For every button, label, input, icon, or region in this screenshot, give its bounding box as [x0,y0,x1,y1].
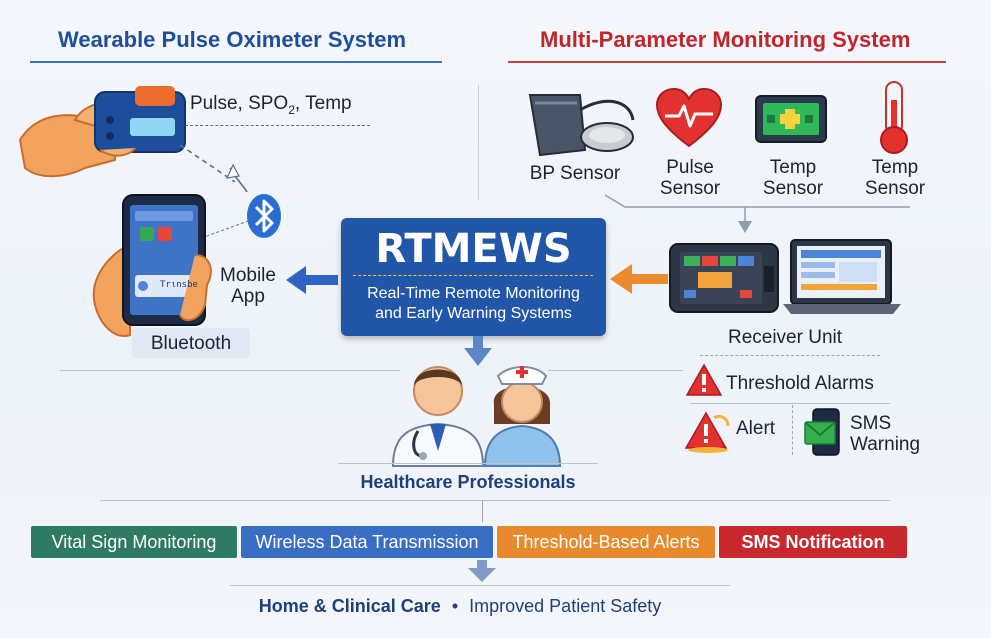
right-section-title: Multi-Parameter Monitoring System [540,27,911,52]
mobile-app-label: Mobile App [212,265,284,307]
alert-icon [684,411,730,453]
oximeter-label-rest: , Temp [294,93,352,114]
rtmews-subtitle-line1: Real-Time Remote Monitoring [367,285,580,302]
alarm-divider-line [690,403,890,404]
sensor-label-temp1: Temp Sensor [748,157,838,199]
footer-patient-safety: Improved Patient Safety [469,596,662,616]
phone-screen-text: Trιnsbe [160,280,198,290]
left-section-title: Wearable Pulse Oximeter System [58,27,407,52]
footer-home-clinical: Home & Clinical Care [258,596,441,616]
sms-warning-label: SMS Warning [850,413,920,455]
receiver-label: Receiver Unit [727,327,843,348]
oximeter-dash-line [185,125,370,126]
rtmews-subtitle-line2: and Early Warning Systems [375,305,572,322]
nurse-icon [483,366,562,467]
sensor-connector-lines [604,194,910,233]
footer-line [230,585,730,586]
wireless-link-line [179,144,248,193]
sensor-pulse-line1: Pulse [666,157,714,178]
oximeter-label-main: Pulse, SPO [190,93,289,114]
smartphone-icon [92,194,212,337]
feature-sms-notification: SMS Notification [719,526,907,558]
sensor-label-bp: BP Sensor [520,163,630,184]
bp-sensor-icon [528,94,635,157]
sensor-bp-line1: BP Sensor [529,163,621,184]
sensor-temp2-line2: Sensor [864,178,926,199]
bluetooth-label: Bluetooth [150,333,232,354]
doctor-icon [391,366,485,467]
finger-oximeter-icon [18,86,186,178]
professionals-underline [338,463,598,464]
sensor-pulse-line2: Sensor [659,178,721,199]
sms-warning-line2: Warning [850,434,921,455]
oximeter-label-sub: 2 [288,102,295,117]
bluetooth-icon [247,194,281,238]
feature-vital-sign-monitoring: Vital Sign Monitoring [31,526,237,558]
sensor-temp1-line2: Sensor [762,178,824,199]
feature-wireless-data-transmission: Wireless Data Transmission [241,526,493,558]
thermometer-icon [880,81,908,154]
healthcare-professionals-label: Healthcare Professionals [360,472,576,492]
mobile-app-label-line2: App [231,286,265,307]
heart-pulse-icon [655,87,723,148]
section-divider [478,85,479,200]
footer-text: Home & Clinical Care • Improved Patient … [180,596,740,617]
sms-warning-line1: SMS [850,413,892,434]
arrow-to-professionals [464,336,492,366]
receiver-divider [700,355,880,356]
mobile-app-label-line1: Mobile [220,265,276,286]
warning-triangle-icon [685,363,723,396]
sensor-temp2-line1: Temp [871,157,919,178]
rtmews-box [341,218,606,336]
threshold-alarms-label: Threshold Alarms [726,373,874,394]
oximeter-label: Pulse, SPO2, Temp [190,93,352,121]
alert-sms-separator [792,405,794,455]
right-title-underline [508,61,946,63]
alert-label: Alert [736,418,776,439]
rtmews-title: RTMEWS [375,226,572,272]
arrow-to-mobile-app [286,266,338,294]
left-title-underline [30,61,442,63]
temp-sensor-device-icon [755,95,827,143]
receiver-unit-icon [669,243,779,313]
sensor-label-pulse: Pulse Sensor [645,157,735,199]
sensor-label-temp2: Temp Sensor [850,157,940,199]
footer-separator: • [451,596,459,616]
left-mid-separator [60,370,400,371]
arrow-from-receiver [610,264,668,294]
sms-phone-icon [804,408,840,456]
right-mid-separator [548,370,683,371]
features-connector [482,500,483,522]
laptop-icon [783,239,901,314]
arrow-to-footer [468,560,496,582]
bluetooth-label-box [132,328,250,358]
features-top-line [100,500,890,501]
rtmews-divider [353,275,593,276]
feature-threshold-alerts: Threshold-Based Alerts [497,526,715,558]
sensor-temp1-line1: Temp [769,157,817,178]
